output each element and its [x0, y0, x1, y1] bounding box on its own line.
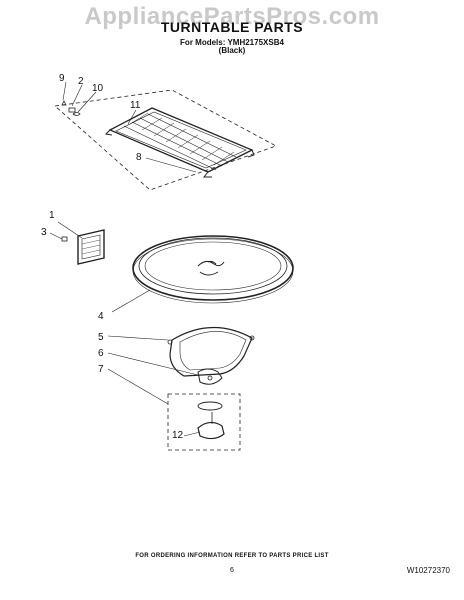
tray-hub [197, 260, 225, 276]
turntable-motor [197, 421, 225, 440]
callout-8: 8 [136, 152, 142, 163]
callout-6: 6 [98, 348, 104, 359]
page-number: 6 [230, 567, 234, 574]
turntable-tray [111, 235, 294, 313]
callout-2: 2 [78, 76, 84, 87]
document-number: W10272370 [406, 566, 450, 575]
rack-clip [68, 107, 76, 113]
page-title: TURNTABLE PARTS [160, 19, 304, 35]
waveguide-cover-assembly [49, 221, 105, 265]
rack-dashed-outline [54, 89, 277, 191]
watermark: AppliancePartsPros.com [84, 3, 380, 30]
motor-dashed-box [167, 393, 241, 451]
rack-screw [61, 100, 67, 106]
motor-gasket [197, 401, 223, 411]
rack-assembly [54, 81, 277, 191]
callout-5: 5 [98, 332, 104, 343]
callout-7: 7 [98, 364, 104, 375]
roller-support-ring [107, 326, 255, 381]
rack-grommet [72, 112, 81, 116]
color-line: (Black) [218, 46, 246, 55]
callout-10: 10 [92, 83, 104, 94]
callout-4: 4 [98, 311, 104, 322]
ordering-note: FOR ORDERING INFORMATION REFER TO PARTS … [135, 553, 329, 559]
wire-rack [108, 107, 254, 173]
callout-11: 11 [130, 100, 141, 111]
turntable-coupler [107, 352, 223, 385]
turntable-motor-assembly [107, 368, 241, 451]
model-line: For Models: YMH2175XSB4 [180, 38, 284, 47]
waveguide-cover [77, 229, 105, 265]
callout-3: 3 [41, 227, 47, 238]
callout-12: 12 [172, 430, 184, 441]
callout-9: 9 [59, 73, 65, 84]
cover-screw [61, 236, 68, 242]
callout-1: 1 [49, 210, 55, 221]
